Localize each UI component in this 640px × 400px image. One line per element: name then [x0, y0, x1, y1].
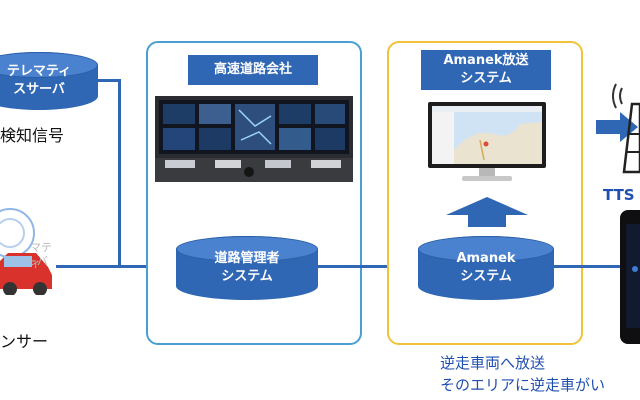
detection-signal-label: 検知信号: [0, 122, 64, 146]
radio-tower-icon: [610, 64, 640, 174]
control-room-image: [155, 96, 353, 182]
broadcast-note-line2: そのエリアに逆走車がい: [440, 374, 605, 395]
road-management-system-cylinder: 道路管理者 システム: [176, 236, 318, 300]
smartphone-screen: [626, 224, 640, 328]
tts-label: TTS: [603, 186, 635, 204]
car-overlay-text-2: ーバ: [26, 253, 48, 269]
car-image: マティ ーバ: [0, 205, 56, 295]
amanek-title-line2: システム: [460, 70, 512, 88]
telematics-server-cylinder: テレマティ スサーバ: [0, 52, 98, 110]
control-room-photo: [155, 96, 353, 182]
server-connector-horizontal: [98, 79, 120, 82]
amanek-system-line1: Amanek: [456, 250, 515, 268]
monitor-image: [424, 100, 550, 186]
amanek-broadcast-title: Amanek放送 システム: [421, 50, 551, 90]
road-system-line1: 道路管理者: [214, 250, 279, 268]
radio-tower-image: [610, 64, 640, 174]
smartphone-screen-indicator: [632, 266, 638, 272]
up-arrow-icon: [444, 195, 530, 229]
smartphone-image: [620, 210, 640, 344]
up-arrow: [444, 195, 530, 229]
amanek-system-cylinder: Amanek システム: [418, 236, 554, 300]
highway-company-title: 高速道路会社: [188, 55, 318, 85]
road-system-line2: システム: [221, 268, 273, 286]
telematics-server-line2: スサーバ: [13, 81, 65, 99]
monitor-map-icon: [424, 100, 550, 186]
amanek-system-line2: システム: [460, 268, 512, 286]
sensor-label: ンサー: [0, 328, 48, 352]
broadcast-note-line1: 逆走車両へ放送: [440, 352, 545, 373]
amanek-title-line1: Amanek放送: [443, 52, 528, 70]
telematics-server-line1: テレマティ: [7, 63, 71, 81]
server-connector-vertical: [118, 79, 121, 267]
